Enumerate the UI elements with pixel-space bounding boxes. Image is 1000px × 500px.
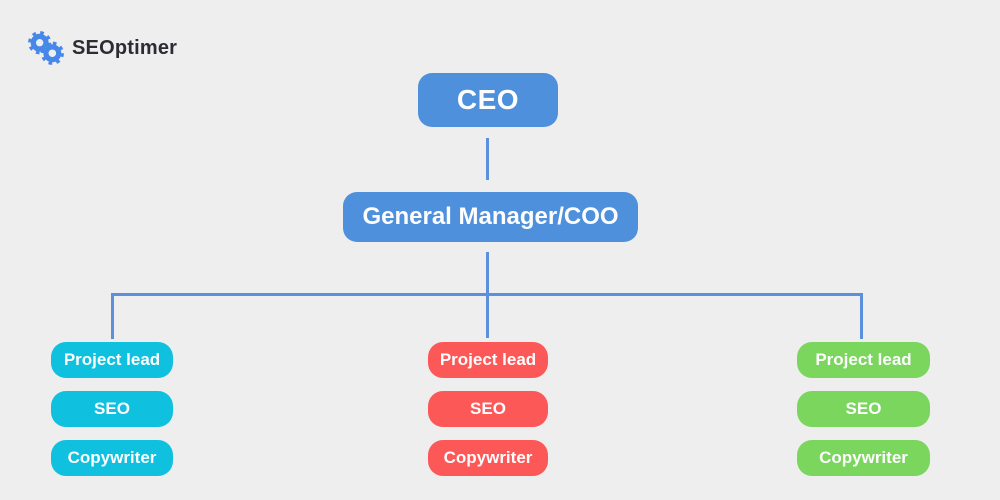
team-column-1: Project lead SEO Copywriter	[51, 342, 173, 476]
connector-ceo-to-manager	[486, 138, 489, 180]
node-team3-seo: SEO	[797, 391, 930, 427]
node-team1-copywriter: Copywriter	[51, 440, 173, 476]
node-team1-project-lead: Project lead	[51, 342, 173, 378]
node-ceo: CEO	[418, 73, 558, 127]
gear-teeth	[40, 41, 64, 65]
node-team3-project-lead: Project lead	[797, 342, 930, 378]
node-team2-seo: SEO	[428, 391, 548, 427]
node-team2-copywriter: Copywriter	[428, 440, 548, 476]
node-general-manager: General Manager/COO	[343, 192, 638, 242]
logo: SEOptimer	[27, 29, 177, 67]
node-team3-copywriter: Copywriter	[797, 440, 930, 476]
team-column-3: Project lead SEO Copywriter	[797, 342, 930, 476]
node-team1-seo: SEO	[51, 391, 173, 427]
gear-ring	[30, 33, 49, 52]
connector-horizontal-rail	[111, 293, 863, 296]
connector-drop-team-1	[111, 293, 114, 339]
gear-ring	[43, 44, 62, 63]
connector-drop-team-3	[860, 293, 863, 339]
logo-text: SEOptimer	[72, 36, 178, 59]
team-column-2: Project lead SEO Copywriter	[428, 342, 548, 476]
seoptimer-gears-icon	[28, 31, 64, 65]
gear-hole	[48, 49, 57, 57]
node-team2-project-lead: Project lead	[428, 342, 548, 378]
